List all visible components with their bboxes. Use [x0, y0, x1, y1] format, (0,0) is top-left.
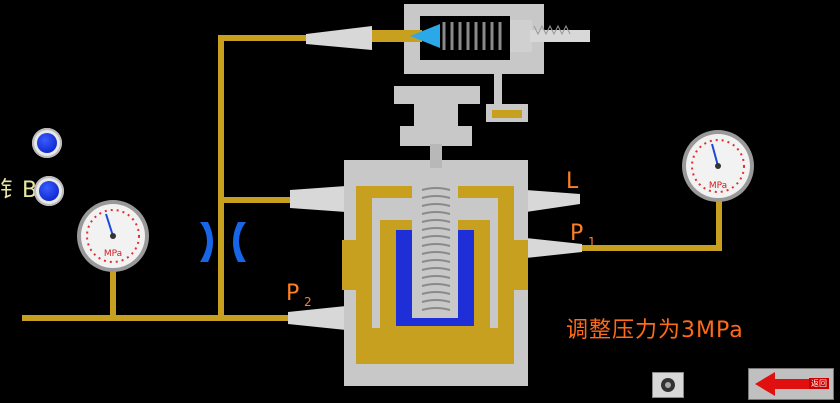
label-P1-sub: 1	[588, 235, 596, 249]
back-arrow-icon	[755, 372, 811, 396]
pipes	[22, 35, 722, 321]
throttle-valve	[200, 222, 246, 262]
camera-button[interactable]	[652, 372, 684, 398]
cone-ports	[288, 26, 582, 330]
status-text: 调整压力为3MPa	[566, 318, 744, 343]
left-pressure-gauge: MPa	[77, 200, 149, 272]
radio-option-2[interactable]	[34, 176, 64, 206]
main-spring	[421, 187, 451, 311]
valve-body	[342, 160, 528, 386]
label-P1: P	[570, 221, 583, 246]
label-P2-sub: 2	[304, 295, 312, 309]
label-L: L	[566, 169, 579, 194]
valve-stem	[394, 86, 480, 168]
right-gauge-unit: MPa	[709, 181, 727, 191]
pilot-valve	[372, 4, 590, 122]
camera-icon	[661, 378, 675, 392]
label-P2: P	[286, 281, 299, 306]
back-tag: 返回	[809, 378, 829, 389]
side-label: 钅B	[0, 178, 38, 203]
back-button[interactable]: 返回	[748, 368, 834, 400]
right-pressure-gauge: MPa	[682, 130, 754, 202]
left-gauge-unit: MPa	[104, 249, 122, 259]
pilot-cone	[410, 24, 440, 48]
radio-option-1[interactable]	[32, 128, 62, 158]
